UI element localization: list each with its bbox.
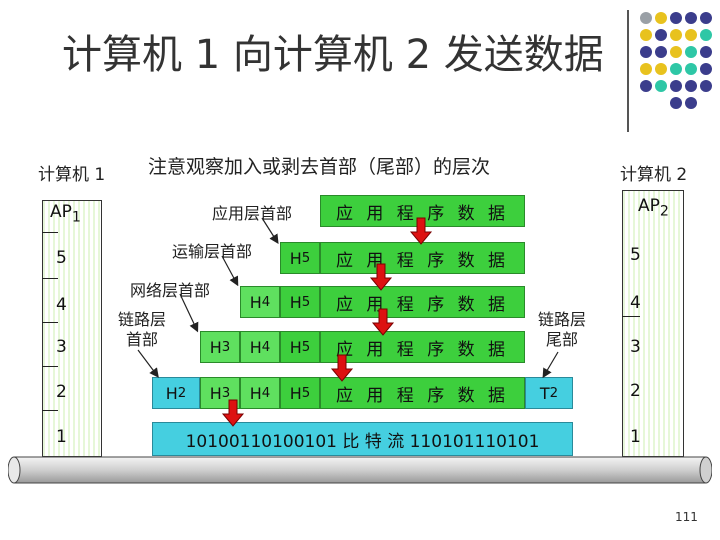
decorative-dot [700,12,712,24]
down-arrow-5 [221,399,245,427]
computer-2-label: 计算机 2 [620,165,688,185]
page-number: 111 [675,510,698,524]
computer-2-layer-1: 1 [630,427,641,447]
layer-divider [42,366,58,367]
computer-1-layer-3: 3 [56,337,67,357]
decorative-dot [700,46,712,58]
decorative-dot [685,80,697,92]
computer-2-layer-4: 4 [630,293,641,313]
decorative-dot [685,46,697,58]
down-arrow-1 [409,217,433,245]
network-header-pointer [179,293,199,333]
observation-note: 注意观察加入或剥去首部（尾部）的层次 [148,156,491,178]
computer-2-layer-3: 3 [630,337,641,357]
computer-1-layer-4: 4 [56,295,67,315]
transport-header-pointer [221,255,239,287]
decorative-dot [685,12,697,24]
link-trailer-pointer [542,351,559,379]
decorative-dot [700,29,712,41]
decorative-dot [700,63,712,75]
decorative-dot [655,80,667,92]
decorative-dot [640,63,652,75]
application-data-row-4: 应 用 程 序 数 据 [320,331,525,363]
decorative-dot [655,63,667,75]
application-data-row-5: 应 用 程 序 数 据 [320,377,525,409]
slide-title: 计算机 1 向计算机 2 发送数据 [62,32,604,78]
layer-divider [42,232,58,233]
decorative-dot [685,63,697,75]
decorative-dot [700,80,712,92]
decorative-dot-grid [640,12,718,122]
down-arrow-3 [371,308,395,336]
decorative-dot [640,12,652,24]
decorative-dot [655,12,667,24]
decorative-dot [655,46,667,58]
decorative-dot [670,12,682,24]
layer-divider [42,322,58,323]
title-divider [627,10,629,132]
decorative-dot [670,46,682,58]
decorative-dot [670,63,682,75]
layer-divider [622,316,640,317]
computer-2-ap: AP2 [638,196,669,220]
link-trailer-label: 链路层 尾部 [538,310,587,349]
decorative-dot [685,29,697,41]
decorative-dot [640,29,652,41]
decorative-dot [655,29,667,41]
decorative-dot [670,29,682,41]
computer-2-layer-2: 2 [630,381,641,401]
computer-2-layer-5: 5 [630,245,641,265]
app-header-pointer [261,217,279,245]
computer-1-label: 计算机 1 [38,165,106,185]
application-data-row-3: 应 用 程 序 数 据 [320,286,525,318]
decorative-dot [670,97,682,109]
transport-header-label: 运输层首部 [172,242,253,261]
decorative-dot [640,80,652,92]
network-header-label: 网络层首部 [130,281,211,300]
physical-medium-cable [8,456,712,484]
bitstream-row: 10100110100101 比 特 流 110101110101 [152,422,573,456]
link-header-pointer [137,349,159,378]
layer-divider [42,410,58,411]
down-arrow-2 [369,263,393,291]
layer-divider [42,278,58,279]
link-header-label: 链路层 首部 [118,310,167,349]
computer-1-layer-1: 1 [56,427,67,447]
decorative-dot [640,46,652,58]
app-header-label: 应用层首部 [212,204,293,223]
computer-1-layer-5: 5 [56,248,67,268]
computer-2-protocol-stack [622,190,684,457]
computer-1-ap: AP1 [50,202,81,226]
decorative-dot [685,97,697,109]
computer-1-layer-2: 2 [56,382,67,402]
decorative-dot [670,80,682,92]
down-arrow-4 [330,354,354,382]
